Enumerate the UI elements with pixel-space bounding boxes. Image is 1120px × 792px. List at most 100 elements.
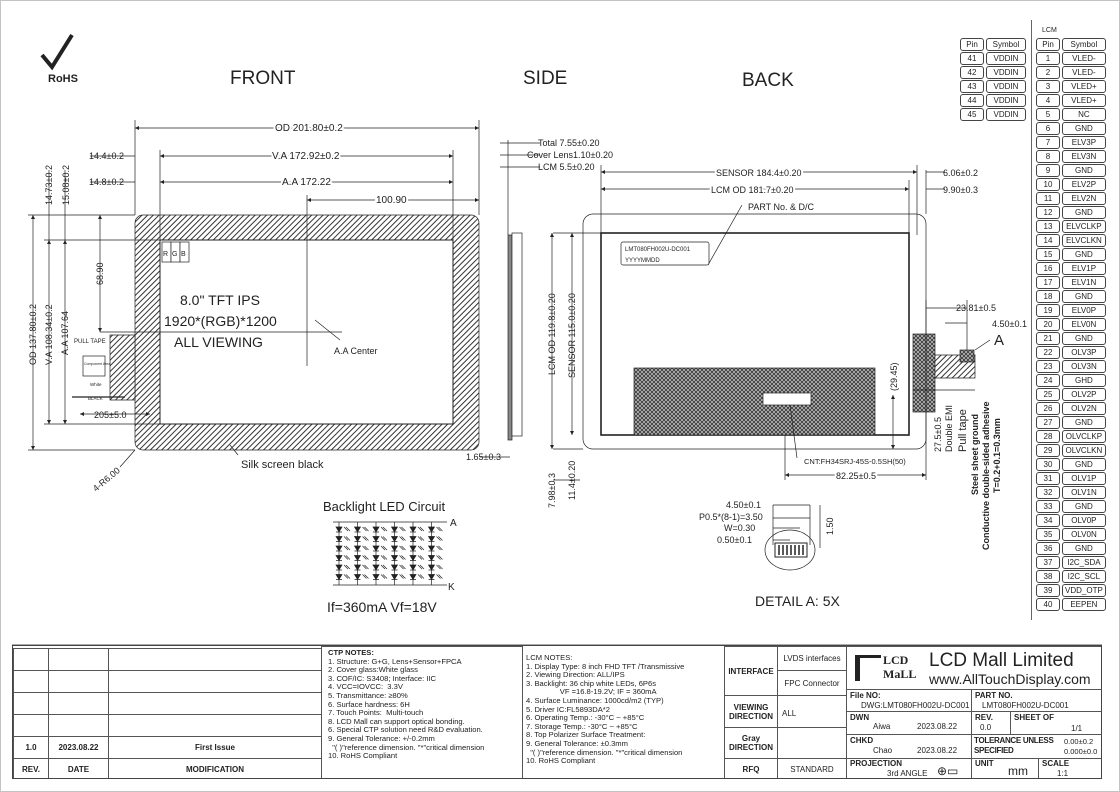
pin-symbol: GND [1062,542,1106,555]
dim-bottom-1: 7.98±0.3 [547,473,557,508]
dim-aa-height: A.A 107.64 [60,311,70,355]
rohs-check-icon [40,33,74,71]
third-angle-projection-icon: ⊕▭ [937,764,959,778]
dim-od-width: OD 201.80±0.2 [275,123,343,134]
pin-number: 40 [1036,598,1060,611]
pin-number: 16 [1036,262,1060,275]
pin-symbol: OLV3N [1062,360,1106,373]
pin-number: 7 [1036,136,1060,149]
led-circuit-diagram [333,521,447,586]
dim-aa-width: A.A 172.22 [282,177,331,188]
pin-symbol: GND [1062,122,1106,135]
dim-va-width: V.A 172.92±0.2 [272,151,340,162]
rgb-r: R [163,251,168,258]
led-icon [390,526,406,533]
pin-number: 8 [1036,150,1060,163]
revision-cell [13,692,49,716]
pin-symbol: ELV0N [1062,318,1106,331]
rfq-value: STANDARD [777,758,847,778]
pin-symbol: NC [1062,108,1106,121]
led-icon [390,555,406,562]
led-icon [427,536,443,543]
pin-number: 4 [1036,94,1060,107]
dim-radius: 4-R6.00 [91,465,122,493]
detail-dim-4: 0.50±0.1 [717,535,752,545]
pull-tape-label: PULL TAPE [74,339,106,345]
led-icon [353,555,369,562]
dim-va-height: V.A 108.34±0.2 [44,304,54,365]
dim-bottom-2: 11.4±0.20 [567,461,577,500]
detail-dim-3: W=0.30 [724,523,755,533]
unit-label: UNIT [975,759,994,768]
pin-number: 18 [1036,290,1060,303]
steel-sheet-label: Steel sheet ground [970,414,980,495]
pin-number: 5 [1036,108,1060,121]
led-icon [353,545,369,552]
revision-cell: 1.0 [13,736,49,760]
file-no: DWG:LMT080FH002U-DC001 [861,701,970,710]
pin-table-divider [1031,20,1032,620]
pin-symbol: I2C_SCL [1062,570,1106,583]
logo-lcd: LCD [883,653,909,667]
pin-number: 43 [960,80,984,93]
dim-cover-lens: Cover Lens1.10±0.20 [527,150,613,160]
led-circuit-title: Backlight LED Circuit [323,499,445,514]
pin-symbol: OLV1P [1062,472,1106,485]
pin-symbol: OLV0P [1062,514,1106,527]
pin-table-title: LCM [1042,27,1057,34]
pin-number: 29 [1036,444,1060,457]
rgb-b: B [181,251,186,258]
lcm-notes: LCM NOTES:1. Display Type: 8 inch FHD TF… [526,653,685,766]
pin-symbol: GND [1062,332,1106,345]
pin-number: 37 [1036,556,1060,569]
led-icon [390,574,406,581]
pin-number: 42 [960,66,984,79]
pin-symbol: GND [1062,458,1106,471]
dim-fpc-1: 23.81±0.5 [956,303,996,313]
dim-center-y: 68.90 [95,262,105,285]
revision-cell: 2023.08.22 [48,736,109,760]
pin-number: 36 [1036,542,1060,555]
pin-symbol: VDDIN [986,108,1026,121]
revision-cell [108,670,322,694]
tolerance-1: 0.00±0.2 [1064,737,1094,746]
sheet-value: 1/1 [1071,724,1083,733]
dim-top-aa: 15.08±0.2 [61,165,71,205]
pin-number: 38 [1036,570,1060,583]
pin-number: 31 [1036,472,1060,485]
led-icon [335,526,351,533]
pin-number: 32 [1036,486,1060,499]
led-icon [353,574,369,581]
led-icon [372,564,388,571]
part-label-box [620,241,710,266]
silk-screen-label: Silk screen black [241,459,324,471]
pin-symbol: I2C_SDA [1062,556,1106,569]
dwn-name: Aiwa [873,722,891,731]
tolerance-2: 0.000±0.0 [1064,747,1098,756]
lcm-notes-body: 1. Display Type: 8 inch FHD TFT /Transmi… [526,661,685,766]
pin-number: 13 [1036,220,1060,233]
pull-tape-back-label: Pull tape [957,409,969,452]
dim-sensor-height: SENSOR 115.0±0.20 [567,293,577,378]
led-icon [390,564,406,571]
led-icon [372,536,388,543]
pin-number: 34 [1036,514,1060,527]
rev-value: 0.0 [980,723,992,732]
led-icon [390,545,406,552]
